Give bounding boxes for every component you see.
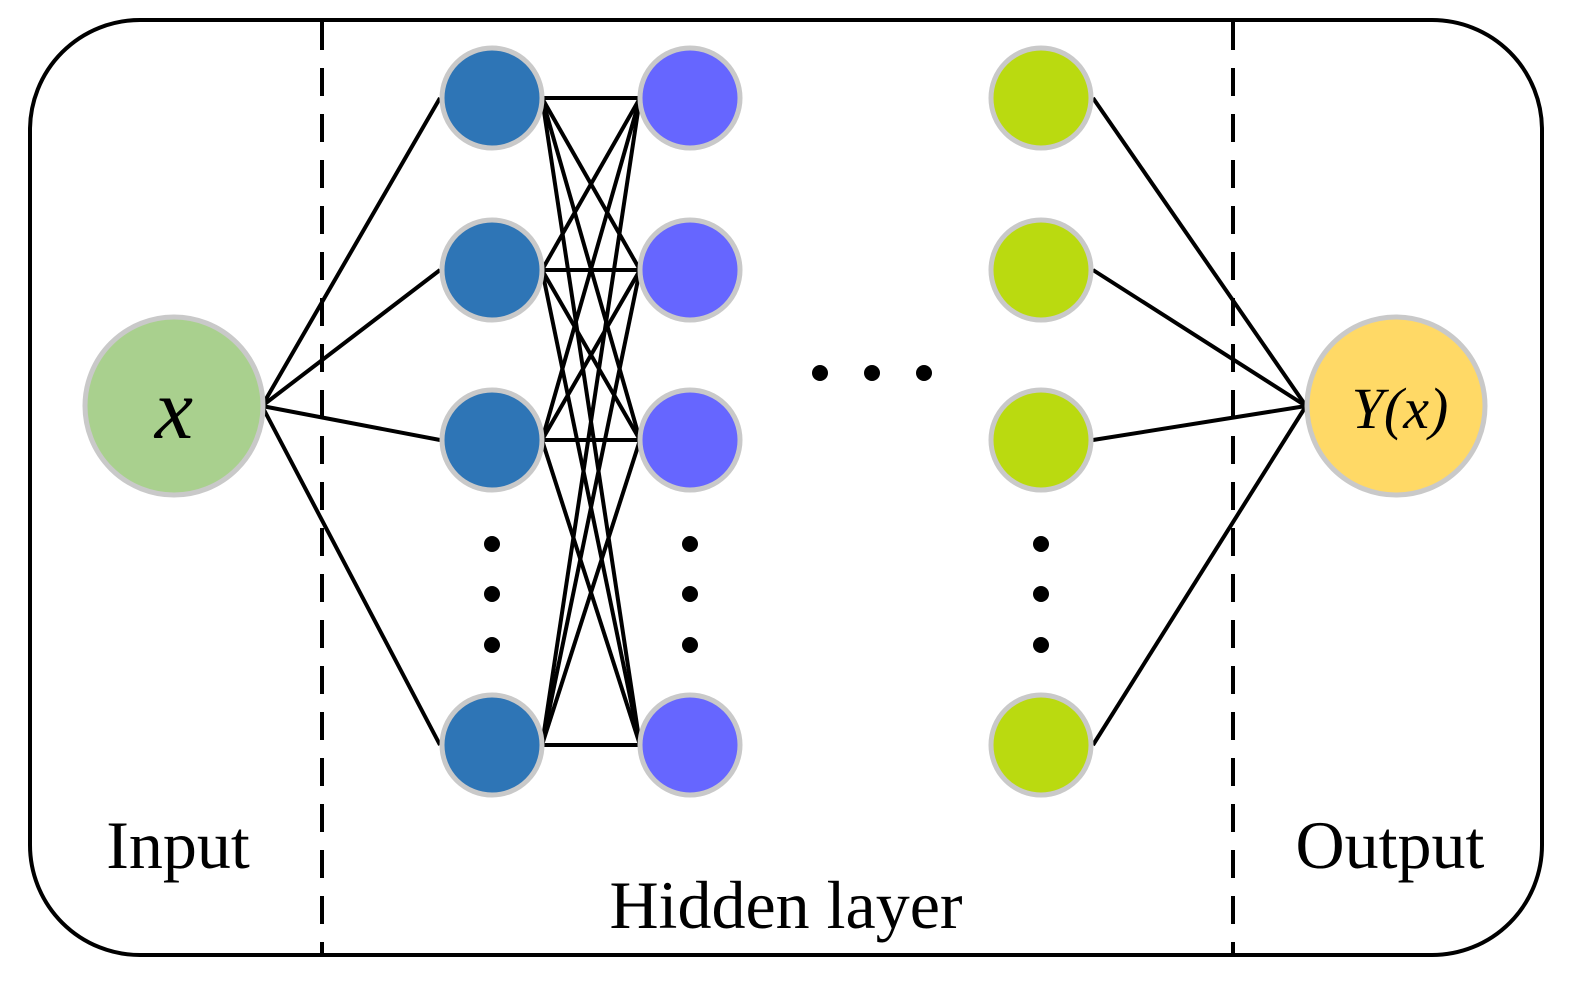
ellipsis-dot bbox=[864, 365, 880, 381]
hidden-layer-1 bbox=[439, 45, 545, 798]
ellipsis-dots bbox=[484, 365, 1049, 653]
output-label: Output bbox=[1296, 807, 1485, 883]
hidden-layer-2-node bbox=[637, 692, 743, 798]
connection-line bbox=[540, 97, 642, 271]
hidden-layer-2-node bbox=[637, 217, 743, 323]
ellipsis-dot bbox=[484, 637, 500, 653]
input-label: Input bbox=[106, 807, 250, 883]
ellipsis-dot bbox=[682, 586, 698, 602]
ellipsis-dot bbox=[1033, 586, 1049, 602]
connection-line bbox=[540, 97, 642, 441]
connection-line bbox=[261, 404, 441, 442]
hidden-layer-2-node bbox=[637, 45, 743, 151]
connection-line bbox=[540, 269, 642, 746]
ellipsis-dot bbox=[682, 637, 698, 653]
output-node bbox=[1304, 314, 1488, 498]
connection-line bbox=[1091, 404, 1308, 747]
ellipsis-dot bbox=[1033, 536, 1049, 552]
ellipsis-dot bbox=[484, 586, 500, 602]
connection-line bbox=[1091, 96, 1308, 408]
output-node-label: Y(x) bbox=[1352, 376, 1449, 441]
ellipsis-dot bbox=[682, 536, 698, 552]
connection-line bbox=[540, 439, 642, 746]
hidden-layer-last bbox=[988, 45, 1094, 798]
hidden-layer-2-node bbox=[637, 387, 743, 493]
hidden-layer-1-node bbox=[439, 45, 545, 151]
connection-line bbox=[260, 96, 442, 408]
connection-line bbox=[540, 97, 642, 746]
connection-line bbox=[260, 405, 442, 746]
ellipsis-dot bbox=[916, 365, 932, 381]
connection-line bbox=[1092, 404, 1307, 442]
hidden-layer-2 bbox=[637, 45, 743, 798]
connection-line bbox=[1091, 268, 1308, 408]
hidden-layer-1-node bbox=[439, 387, 545, 493]
hidden-layer-label: Hidden layer bbox=[609, 867, 962, 943]
diagram-frame bbox=[28, 18, 1544, 957]
hidden-layer-1-node bbox=[439, 692, 545, 798]
input-node bbox=[82, 314, 266, 498]
input-node-label: x bbox=[153, 361, 193, 457]
hidden-layer-last-node bbox=[988, 45, 1094, 151]
hidden-layer-1-node bbox=[439, 217, 545, 323]
connections bbox=[260, 96, 1308, 747]
ellipsis-dot bbox=[1033, 637, 1049, 653]
connection-line bbox=[260, 268, 442, 408]
hidden-layer-last-node bbox=[988, 217, 1094, 323]
hidden-layer-last-node bbox=[988, 387, 1094, 493]
hidden-layer-last-node bbox=[988, 692, 1094, 798]
ellipsis-dot bbox=[812, 365, 828, 381]
connection-line bbox=[540, 269, 642, 441]
ellipsis-dot bbox=[484, 536, 500, 552]
